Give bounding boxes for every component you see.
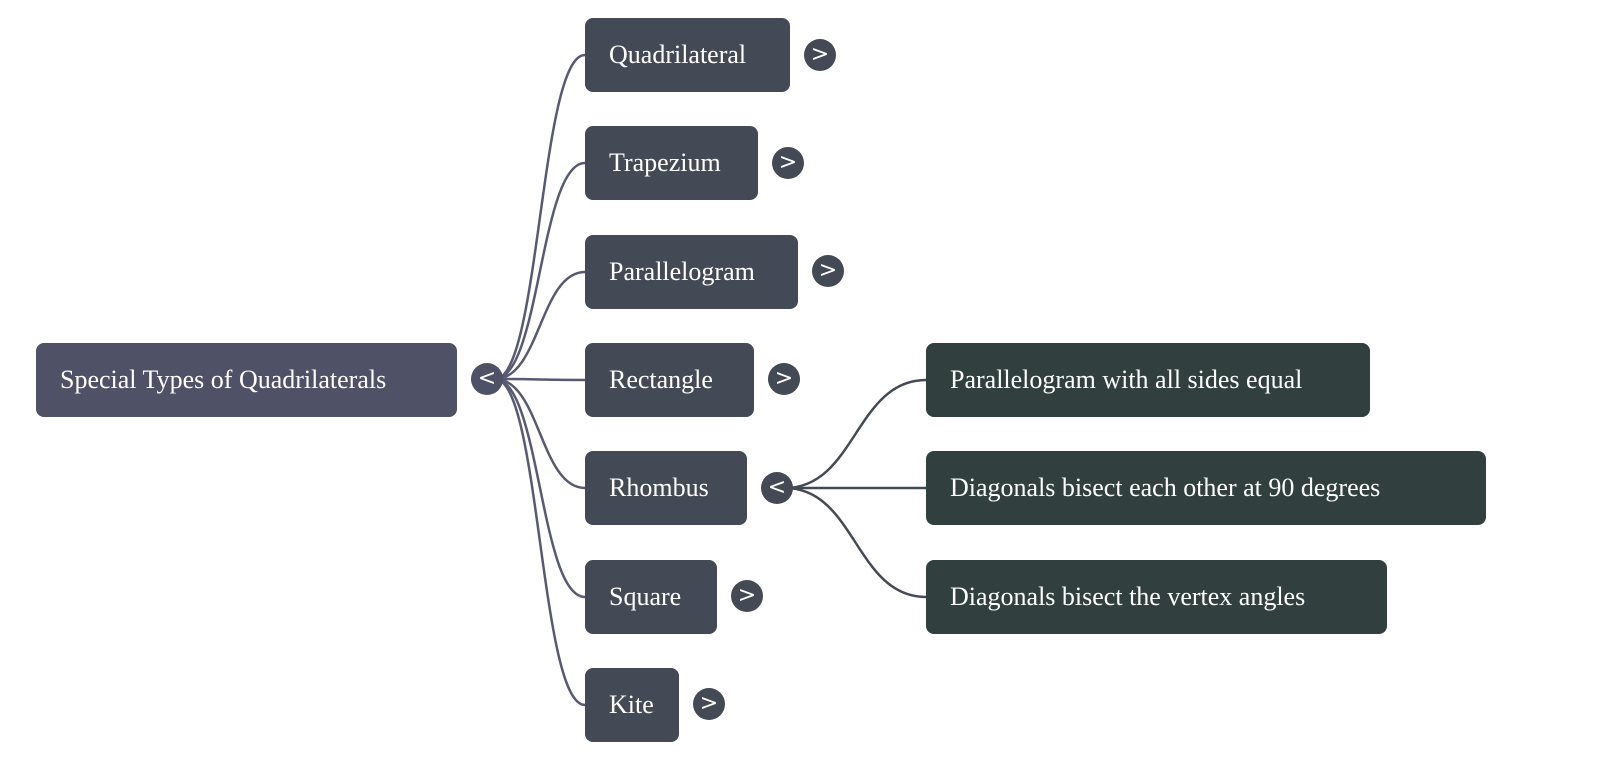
root-node[interactable]: Special Types of Quadrilaterals: [36, 343, 457, 417]
node-kite[interactable]: Kite: [585, 668, 679, 742]
edge-root-to-node-trapezium: [494, 161, 586, 381]
collapse-toggle-rhombus[interactable]: <: [761, 472, 793, 504]
edge-rhombus-to-leaf-diagonals-bisect-angles: [784, 486, 927, 599]
edge-root-to-node-rhombus: [494, 377, 586, 490]
node-label: Rectangle: [609, 365, 713, 394]
node-label: Quadrilateral: [609, 40, 747, 69]
chevron-right-icon: >: [810, 42, 830, 67]
expand-toggle-rectangle[interactable]: >: [768, 363, 800, 395]
chevron-right-icon: >: [699, 691, 719, 716]
node-label: Parallelogram with all sides equal: [950, 365, 1303, 394]
node-rhombus[interactable]: Rhombus: [585, 451, 747, 525]
expand-toggle-parallelogram[interactable]: >: [812, 255, 844, 287]
node-parallelogram[interactable]: Parallelogram: [585, 235, 798, 309]
root-node-label: Special Types of Quadrilaterals: [60, 365, 387, 394]
expand-toggle-kite[interactable]: >: [693, 688, 725, 720]
node-quadrilateral[interactable]: Quadrilateral: [585, 18, 790, 92]
node-square[interactable]: Square: [585, 560, 717, 634]
edge-rhombus-to-leaf-all-sides-equal: [784, 378, 927, 490]
expand-toggle-trapezium[interactable]: >: [772, 147, 804, 179]
node-label: Kite: [609, 690, 654, 719]
node-trapezium[interactable]: Trapezium: [585, 126, 758, 200]
node-label: Diagonals bisect the vertex angles: [950, 582, 1306, 611]
edge-root-to-node-quadrilateral: [494, 53, 586, 381]
chevron-right-icon: >: [818, 258, 838, 283]
chevron-left-icon: <: [477, 366, 497, 391]
node-label: Rhombus: [609, 473, 709, 502]
leaf-diagonals-bisect-angles[interactable]: Diagonals bisect the vertex angles: [926, 560, 1387, 634]
node-label: Parallelogram: [609, 257, 755, 286]
chevron-right-icon: >: [774, 366, 794, 391]
edge-root-to-node-parallelogram: [494, 270, 586, 381]
edge-root-to-node-kite: [494, 377, 586, 707]
node-label: Square: [609, 582, 682, 611]
edge-root-to-node-rectangle: [494, 377, 586, 382]
leaf-all-sides-equal[interactable]: Parallelogram with all sides equal: [926, 343, 1370, 417]
chevron-right-icon: >: [778, 150, 798, 175]
node-rectangle[interactable]: Rectangle: [585, 343, 754, 417]
leaf-diagonals-perpendicular[interactable]: Diagonals bisect each other at 90 degree…: [926, 451, 1486, 525]
edge-root-to-node-square: [494, 377, 586, 599]
chevron-left-icon: <: [767, 475, 787, 500]
node-label: Diagonals bisect each other at 90 degree…: [950, 473, 1381, 502]
expand-toggle-square[interactable]: >: [731, 580, 763, 612]
chevron-right-icon: >: [737, 583, 757, 608]
root-collapse-toggle[interactable]: <: [471, 363, 503, 395]
node-label: Trapezium: [609, 148, 721, 177]
expand-toggle-quadrilateral[interactable]: >: [804, 39, 836, 71]
